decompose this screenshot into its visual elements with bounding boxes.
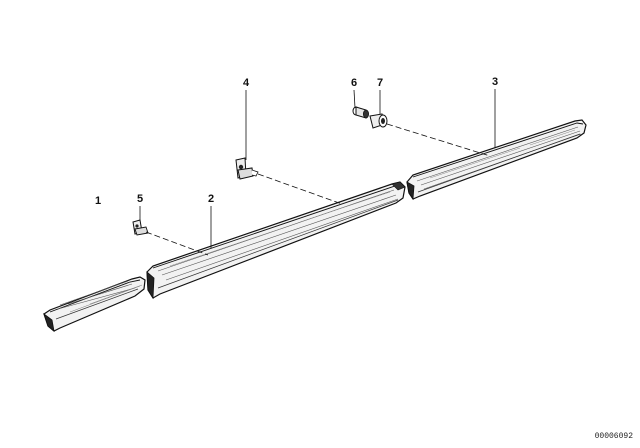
callout-part-2: 2 (208, 193, 214, 205)
callout-part-5: 5 (137, 193, 143, 205)
part-2-long-trim-strip[interactable] (146, 181, 406, 300)
dash-part-7-to-part-3 (386, 123, 491, 157)
leader-lines (139, 89, 496, 248)
part-4-bracket-clip[interactable] (235, 157, 259, 180)
dash-part-5-to-part-2 (145, 231, 209, 256)
assembly-dash-lines (145, 123, 491, 256)
callout-part-1: 1 (95, 195, 101, 207)
part-6-grommet[interactable] (352, 106, 369, 119)
callout-part-3: 3 (492, 76, 498, 88)
leader-part-6 (353, 89, 356, 109)
part-7-screw[interactable] (369, 113, 388, 129)
part-3-rear-trim-strip[interactable] (406, 119, 587, 201)
callout-part-4: 4 (243, 77, 250, 89)
part-5-small-clip[interactable] (132, 219, 149, 236)
callout-part-7: 7 (377, 77, 383, 89)
callout-part-6: 6 (351, 77, 357, 89)
dash-part-4-to-part-2 (257, 173, 343, 205)
drawing-number: 00006092 (595, 432, 634, 441)
part-1-trim-end-piece[interactable] (43, 276, 146, 333)
